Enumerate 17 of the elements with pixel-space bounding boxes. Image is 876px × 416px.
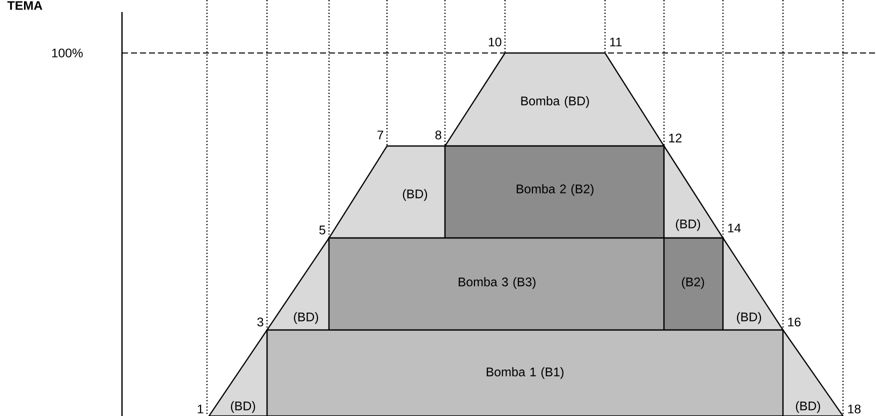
- heading-text: TEMA: [6, 0, 44, 11]
- region: (B2): [663, 237, 724, 331]
- point-number: 14: [726, 222, 742, 234]
- region: Bomba 1 (B1): [266, 329, 784, 416]
- point-number: 10: [486, 36, 503, 48]
- axis-label: 100%: [50, 48, 84, 58]
- point-number: 16: [786, 316, 802, 328]
- point-number: 8: [434, 130, 443, 140]
- point-number: 18: [846, 404, 862, 414]
- point-number: 11: [608, 36, 624, 48]
- region: Bomba 2 (B2): [444, 145, 665, 239]
- point-number: 7: [376, 130, 385, 140]
- point-number: 1: [196, 404, 205, 414]
- point-number: 5: [318, 224, 327, 236]
- region: Bomba 3 (B3): [328, 237, 665, 331]
- point-number: 12: [667, 132, 684, 144]
- point-number: 3: [256, 316, 265, 328]
